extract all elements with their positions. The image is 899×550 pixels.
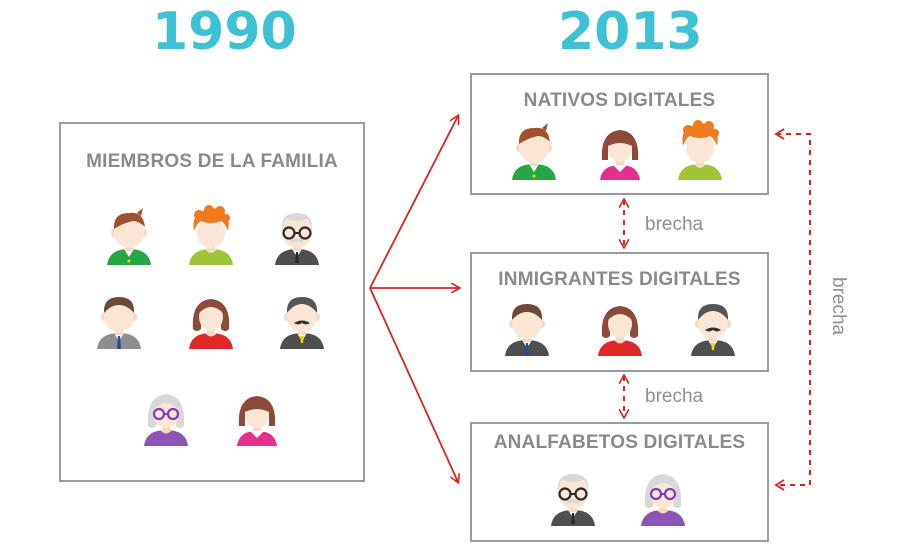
illiterate-grandpa-icon — [551, 474, 595, 526]
native-girl-icon — [600, 130, 640, 180]
woman-red-icon — [189, 299, 233, 349]
year-2013: 2013 — [558, 2, 703, 62]
native-redhead-icon — [678, 120, 722, 180]
immigrant-man-mustache-icon — [691, 304, 735, 356]
arrow-to-natives — [369, 116, 458, 289]
man-mustache-dark-icon — [280, 297, 324, 349]
immigrant-woman-icon — [598, 306, 642, 356]
illiterates-box: ANALFABETOS DIGITALES — [470, 422, 769, 542]
gap-label-side: brecha — [828, 277, 849, 336]
grandpa-glasses-icon — [275, 213, 319, 265]
gap-bracket-side — [776, 133, 811, 486]
girl-pink-icon — [237, 396, 277, 446]
boy-green-icon — [107, 208, 151, 265]
native-boy-icon — [512, 123, 556, 180]
gap-bracket-head-top — [774, 128, 785, 140]
immigrant-man-tie-icon — [505, 304, 549, 356]
natives-title: NATIVOS DIGITALES — [523, 90, 716, 111]
illiterates-title: ANALFABETOS DIGITALES — [493, 432, 746, 453]
gap-bracket-head-bottom — [774, 479, 785, 491]
grandma-glasses-icon — [144, 394, 188, 446]
family-box-title: MIEMBROS DE LA FAMILIA — [86, 151, 338, 172]
arrow-to-illiterates — [369, 287, 458, 482]
illiterate-grandma-icon — [641, 474, 685, 526]
man-tie-gray-icon — [97, 297, 141, 349]
redhead-lime-icon — [189, 205, 233, 265]
immigrants-title: INMIGRANTES DIGITALES — [498, 269, 741, 290]
gap-label-bottom: brecha — [645, 386, 704, 407]
gap-label-top: brecha — [645, 214, 704, 235]
year-1990: 1990 — [152, 2, 297, 62]
